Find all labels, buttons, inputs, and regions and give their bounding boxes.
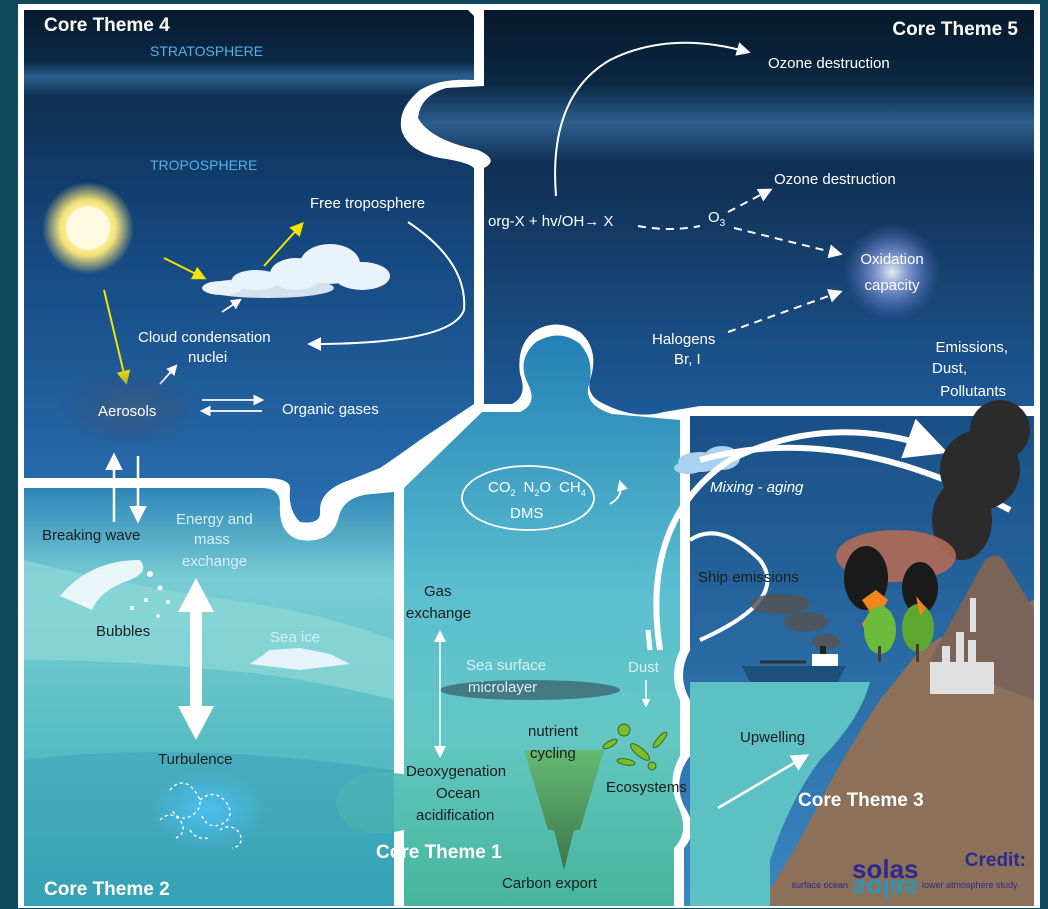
ozone-destruction-mid: Ozone destruction bbox=[774, 171, 896, 188]
trees-icon bbox=[862, 590, 934, 662]
ccn-label-1: Cloud condensation bbox=[138, 329, 271, 346]
core-theme-1-title: Core Theme 1 bbox=[376, 842, 502, 863]
free-troposphere-label: Free troposphere bbox=[310, 195, 425, 212]
mixing-aging-label: Mixing - aging bbox=[710, 479, 804, 496]
sun-core bbox=[66, 206, 110, 250]
ecosystems-label: Ecosystems bbox=[606, 779, 687, 796]
ccn-label-2: nuclei bbox=[188, 349, 227, 366]
upwelling-arrow bbox=[717, 754, 810, 810]
arrow-oxidation bbox=[733, 227, 843, 259]
energy-label-1: Energy and bbox=[176, 511, 253, 528]
arrow-ozone-top bbox=[554, 41, 751, 197]
svg-text:solas: solas bbox=[852, 854, 919, 884]
organic-gases-label: Organic gases bbox=[282, 401, 379, 418]
arc-mixing-1 bbox=[653, 418, 948, 651]
deoxygenation-label-2: Ocean bbox=[436, 785, 480, 802]
arrow-halogens-oxidation bbox=[727, 289, 843, 333]
volcano-plume bbox=[932, 400, 1030, 560]
sea-core-theme-3 bbox=[690, 682, 870, 906]
credit-left-text: surface ocean bbox=[791, 880, 848, 890]
svg-text:solas: solas bbox=[852, 874, 919, 904]
mixing-cloud-icon bbox=[674, 446, 740, 474]
turbulence-glow bbox=[148, 770, 268, 850]
microlayer-label-2: microlayer bbox=[468, 679, 537, 696]
breaking-wave-icon bbox=[60, 560, 170, 618]
troposphere-label: TROPOSPHERE bbox=[150, 157, 257, 173]
aerosols-icon bbox=[56, 368, 204, 448]
arc-mixing-tip bbox=[645, 629, 653, 651]
reaction-label: org-X + hv/OH→ X bbox=[488, 213, 613, 230]
o3-label: O3 bbox=[708, 209, 726, 229]
ship-emissions-label: Ship emissions bbox=[698, 569, 799, 586]
halogens-label-1: Halogens bbox=[652, 331, 715, 348]
emissions-label-2: Dust, bbox=[932, 360, 967, 377]
aerosols-label: Aerosols bbox=[98, 403, 156, 420]
deoxygenation-label-1: Deoxygenation bbox=[406, 763, 506, 780]
gas-exchange-arrow-up bbox=[434, 630, 446, 642]
emissions-label-1: Emissions, bbox=[935, 339, 1008, 356]
turbulence-icon bbox=[159, 782, 242, 849]
energy-label-2: mass bbox=[194, 531, 230, 548]
oxidation-label-1: Oxidation bbox=[860, 251, 923, 268]
cloud-icon bbox=[202, 244, 390, 298]
sea-ice-label: Sea ice bbox=[270, 629, 320, 646]
sea-ice-icon bbox=[250, 648, 350, 670]
carbon-export-label: Carbon export bbox=[502, 875, 598, 892]
turbulence-label: Turbulence bbox=[158, 751, 233, 768]
gas-exchange-label-2: exchange bbox=[406, 605, 471, 622]
halogens-label-2: Br, I bbox=[674, 351, 701, 368]
sun-arrow-aerosols bbox=[103, 289, 131, 385]
credit-right-text: lower atmosphere study bbox=[922, 880, 1018, 890]
arrow-ozone-mid bbox=[727, 188, 773, 213]
ecosystems-icon bbox=[602, 723, 668, 771]
credit-title: Credit: bbox=[965, 850, 1026, 871]
nutrient-label-1: nutrient bbox=[528, 723, 579, 740]
sun-arrow-cloud bbox=[163, 257, 207, 280]
ozone-destruction-top: Ozone destruction bbox=[768, 55, 890, 72]
core-theme-2-title: Core Theme 2 bbox=[44, 879, 170, 900]
nutrient-label-2: cycling bbox=[530, 745, 576, 762]
factory-icon bbox=[930, 598, 994, 694]
sun-arrow-free-troposphere bbox=[263, 221, 304, 267]
microlayer-band bbox=[440, 680, 620, 700]
arrow-free-troposphere-ccn bbox=[307, 221, 466, 351]
deoxygenation-label-3: acidification bbox=[416, 807, 494, 824]
ship-plume bbox=[750, 594, 840, 650]
upwelling-label: Upwelling bbox=[740, 729, 805, 746]
breaking-wave-label: Breaking wave bbox=[42, 527, 140, 544]
carbon-export-arrow bbox=[524, 750, 604, 870]
core-theme-5-title: Core Theme 5 bbox=[892, 19, 1018, 40]
arrow-ccn-cloud bbox=[221, 298, 242, 313]
core-theme-3-title: Core Theme 3 bbox=[798, 790, 924, 811]
gases-cycle-ellipse bbox=[461, 465, 595, 531]
energy-label-3: exchange bbox=[182, 553, 247, 570]
dust-label: Dust bbox=[628, 659, 660, 676]
core-theme-4-title: Core Theme 4 bbox=[44, 15, 170, 36]
solas-logo: solas solas bbox=[852, 854, 919, 904]
emissions-label-3: Pollutants bbox=[940, 383, 1006, 400]
energy-exchange-arrow bbox=[178, 578, 214, 740]
microlayer-label-1: Sea surface bbox=[466, 657, 546, 674]
arc-ship bbox=[688, 531, 770, 642]
dms-label: DMS bbox=[510, 505, 543, 522]
bubbles-label: Bubbles bbox=[96, 623, 150, 640]
gases-cycle-arrow bbox=[609, 479, 628, 505]
gas-exchange-arrow-down bbox=[434, 746, 446, 758]
oxidation-glow bbox=[844, 224, 940, 320]
ship-icon bbox=[742, 646, 846, 682]
oxidation-label-2: capacity bbox=[864, 277, 920, 294]
stratosphere-label: STRATOSPHERE bbox=[150, 43, 263, 59]
arrow-reaction-dash bbox=[637, 225, 701, 230]
gas-exchange-label-1: Gas bbox=[424, 583, 452, 600]
